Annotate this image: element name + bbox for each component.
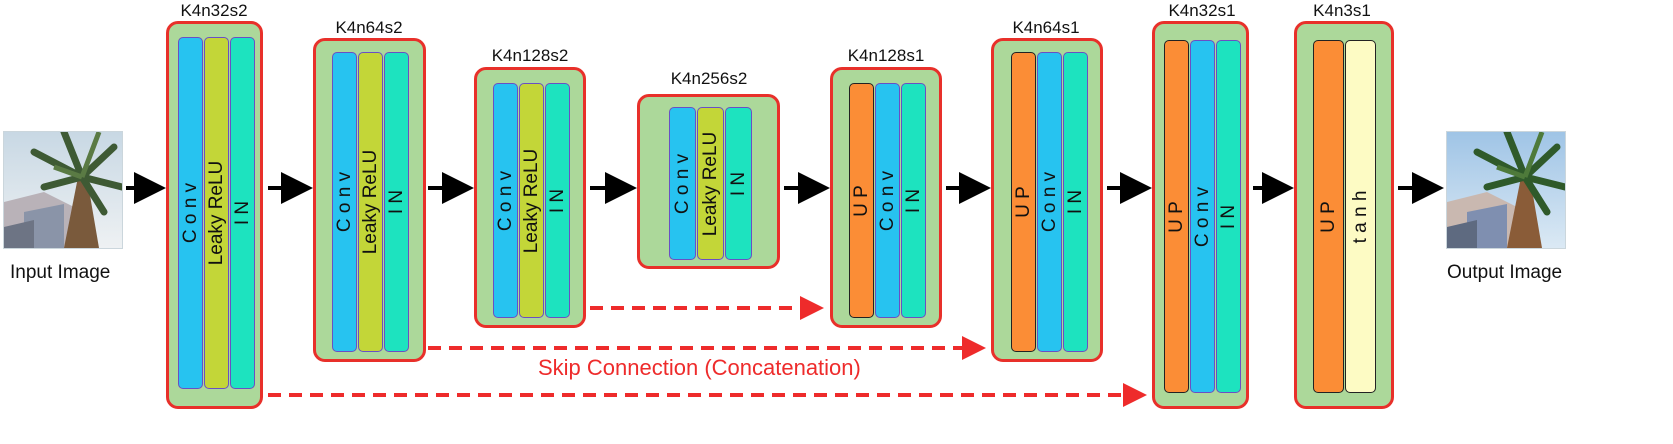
output-photo-icon (1447, 132, 1565, 248)
block-1-leaky-relu-layer: Leaky ReLU (204, 37, 229, 389)
block-5-upsample-label: U P (850, 184, 872, 217)
block-8-tanh-layer: t a n h (1345, 40, 1376, 393)
input-photo-icon (4, 132, 122, 248)
block-4-title: K4n256s2 (670, 69, 748, 88)
block-3-leaky-relu-layer: Leaky ReLU (519, 83, 544, 318)
input-image-label: Input Image (10, 262, 111, 283)
block-1-leaky-relu-label: Leaky ReLU (205, 160, 227, 266)
block-7: U P C o n v I N (1152, 21, 1249, 409)
block-4-instance-norm-layer: I N (725, 107, 752, 260)
block-3: C o n v Leaky ReLU I N (474, 67, 586, 328)
block-5-title: K4n128s1 (847, 46, 925, 65)
block-4: C o n v Leaky ReLU I N (637, 94, 780, 269)
input-image (3, 131, 123, 249)
block-6-instance-norm-label: I N (1064, 189, 1086, 215)
block-3-conv-layer: C o n v (493, 83, 518, 318)
output-image (1446, 131, 1566, 249)
block-7-title: K4n32s1 (1168, 1, 1236, 20)
block-3-conv-label: C o n v (494, 170, 516, 231)
block-3-title: K4n128s2 (491, 46, 569, 65)
block-6: U P C o n v I N (991, 38, 1103, 362)
block-1-conv-label: C o n v (179, 182, 201, 244)
block-4-conv-layer: C o n v (669, 107, 696, 260)
block-3-instance-norm-label: I N (546, 188, 568, 213)
block-2-conv-layer: C o n v (332, 52, 357, 352)
block-8-upsample-layer: U P (1313, 40, 1344, 393)
block-7-instance-norm-layer: I N (1216, 40, 1241, 393)
block-1-instance-norm-label: I N (231, 200, 253, 226)
block-5-upsample-layer: U P (849, 83, 874, 318)
block-5-conv-label: C o n v (876, 170, 898, 231)
block-7-conv-layer: C o n v (1190, 40, 1215, 393)
block-3-instance-norm-layer: I N (545, 83, 570, 318)
block-2-title: K4n64s2 (335, 18, 403, 37)
block-6-conv-label: C o n v (1038, 171, 1060, 233)
block-4-instance-norm-label: I N (727, 171, 749, 196)
block-7-upsample-layer: U P (1164, 40, 1189, 393)
block-6-instance-norm-layer: I N (1063, 52, 1088, 352)
block-5: U P C o n v I N (830, 67, 942, 328)
block-7-instance-norm-label: I N (1217, 204, 1239, 229)
block-2-leaky-relu-label: Leaky ReLU (359, 149, 381, 255)
block-1-title: K4n32s2 (180, 1, 248, 20)
block-8-title: K4n3s1 (1313, 1, 1371, 20)
block-1: C o n v Leaky ReLU I N (166, 21, 263, 409)
block-2-instance-norm-layer: I N (384, 52, 409, 352)
block-1-conv-layer: C o n v (178, 37, 203, 389)
skip-connection-label: Skip Connection (Concatenation) (538, 355, 861, 380)
block-2-instance-norm-label: I N (385, 189, 407, 215)
block-4-leaky-relu-label: Leaky ReLU (699, 131, 721, 236)
block-6-conv-layer: C o n v (1037, 52, 1062, 352)
block-6-upsample-label: U P (1012, 186, 1034, 218)
block-3-leaky-relu-label: Leaky ReLU (520, 148, 542, 253)
block-6-upsample-layer: U P (1011, 52, 1036, 352)
block-8-tanh-label: t a n h (1349, 190, 1371, 243)
block-4-leaky-relu-layer: Leaky ReLU (697, 107, 724, 260)
block-5-conv-layer: C o n v (875, 83, 900, 318)
block-1-instance-norm-layer: I N (230, 37, 255, 389)
block-6-title: K4n64s1 (1012, 18, 1080, 37)
block-5-instance-norm-layer: I N (901, 83, 926, 318)
block-8: U P t a n h (1294, 21, 1394, 409)
block-2-conv-label: C o n v (333, 171, 355, 233)
block-2-leaky-relu-layer: Leaky ReLU (358, 52, 383, 352)
block-7-conv-label: C o n v (1191, 186, 1213, 247)
block-5-instance-norm-label: I N (902, 188, 924, 213)
block-8-upsample-label: U P (1317, 200, 1339, 233)
block-2: C o n v Leaky ReLU I N (313, 38, 426, 362)
block-4-conv-label: C o n v (671, 153, 693, 214)
output-image-label: Output Image (1447, 262, 1563, 283)
block-7-upsample-label: U P (1165, 200, 1187, 233)
